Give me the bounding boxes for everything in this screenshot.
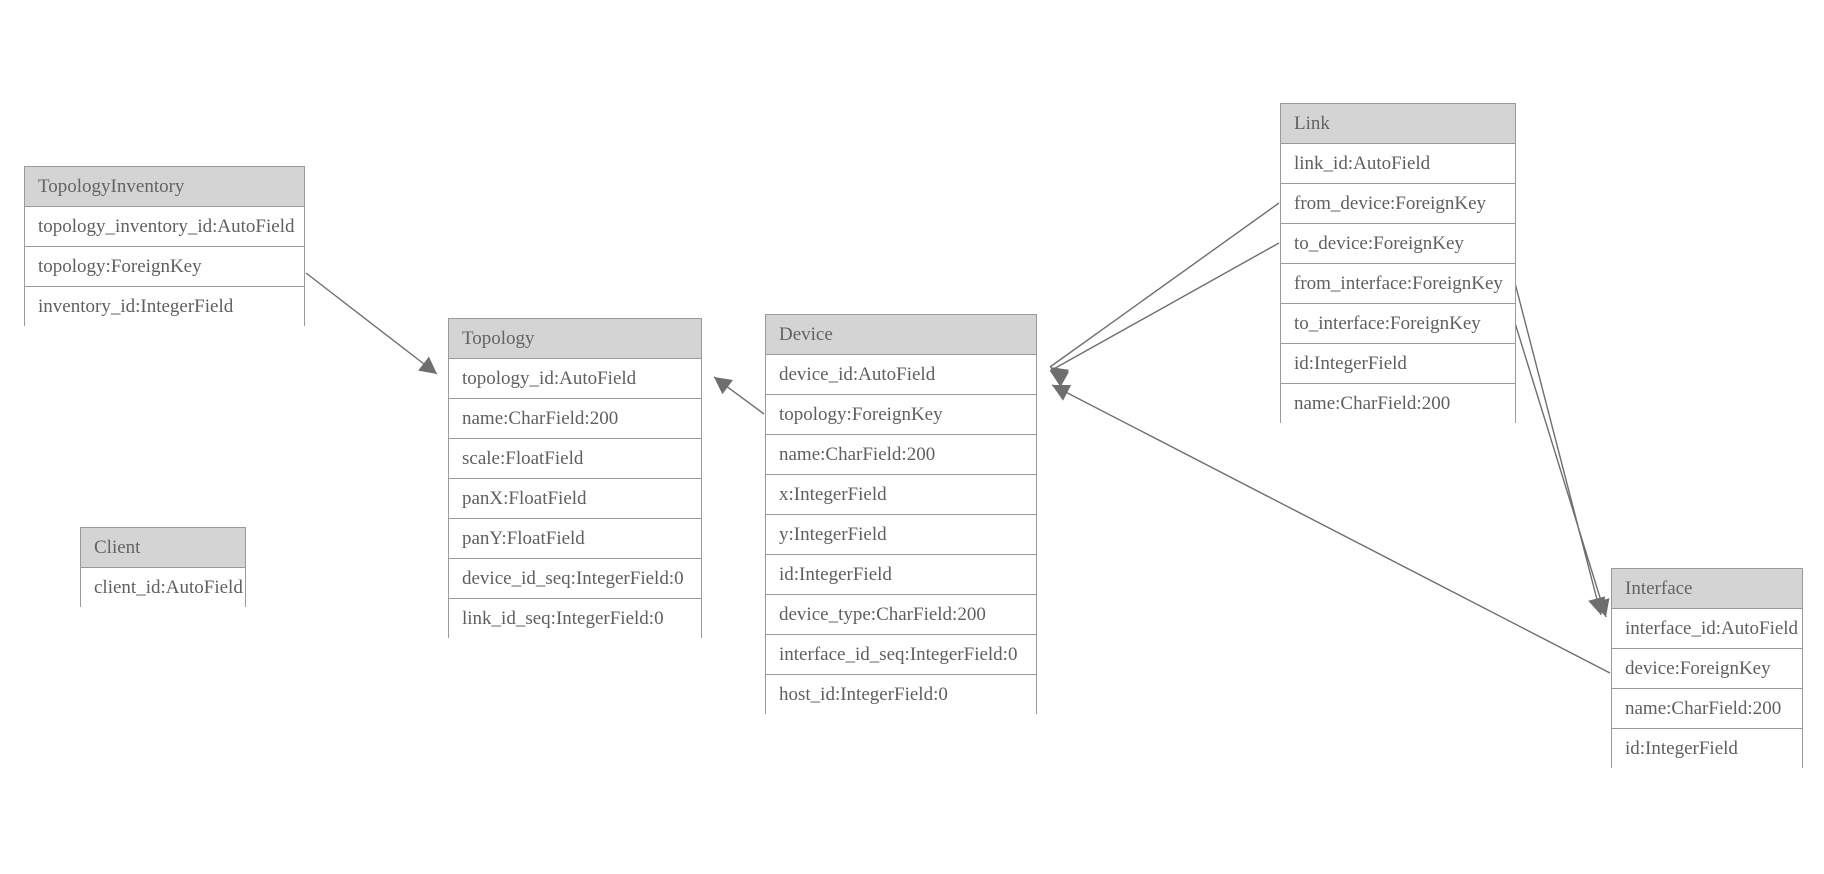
entity-field-row: topology:ForeignKey xyxy=(766,395,1036,435)
relationship-edge-link-from_device xyxy=(1049,202,1280,368)
entity-title-device: Device xyxy=(766,315,1036,355)
entity-title-client: Client xyxy=(81,528,245,568)
arrowhead-icon-link-from_device xyxy=(1050,367,1069,385)
entity-title-interface: Interface xyxy=(1612,569,1802,609)
relationship-edge-interface-device xyxy=(1051,384,1611,674)
entity-field-row: client_id:AutoField xyxy=(81,568,245,608)
entity-field-row: panX:FloatField xyxy=(449,479,701,519)
entity-field-row: device_type:CharField:200 xyxy=(766,595,1036,635)
entity-field-row: id:IntegerField xyxy=(1612,729,1802,769)
entity-field-row: inventory_id:IntegerField xyxy=(25,287,304,327)
entity-field-row: topology_id:AutoField xyxy=(449,359,701,399)
arrowhead-icon-link-from_interface xyxy=(1588,596,1606,615)
arrowhead-icon-device-topology xyxy=(714,377,733,395)
entity-field-row: topology_inventory_id:AutoField xyxy=(25,207,304,247)
entity-title-topology: Topology xyxy=(449,319,701,359)
entity-field-row: host_id:IntegerField:0 xyxy=(766,675,1036,715)
entity-field-row: from_interface:ForeignKey xyxy=(1281,264,1515,304)
entity-field-row: id:IntegerField xyxy=(766,555,1036,595)
entity-field-row: device:ForeignKey xyxy=(1612,649,1802,689)
entity-title-topology_inventory: TopologyInventory xyxy=(25,167,304,207)
entity-field-row: device_id_seq:IntegerField:0 xyxy=(449,559,701,599)
entity-field-row: to_interface:ForeignKey xyxy=(1281,304,1515,344)
entity-field-row: link_id_seq:IntegerField:0 xyxy=(449,599,701,639)
relationship-edge-link-to_device xyxy=(1049,242,1280,372)
arrowhead-icon-interface-device xyxy=(1052,384,1072,401)
entity-field-row: to_device:ForeignKey xyxy=(1281,224,1515,264)
entity-field-row: name:CharField:200 xyxy=(1281,384,1515,424)
entity-field-row: name:CharField:200 xyxy=(766,435,1036,475)
relationship-edge-link-from_interface xyxy=(1514,282,1602,616)
entity-field-row: link_id:AutoField xyxy=(1281,144,1515,184)
entity-field-row: interface_id:AutoField xyxy=(1612,609,1802,649)
entity-field-row: topology:ForeignKey xyxy=(25,247,304,287)
entity-field-row: panY:FloatField xyxy=(449,519,701,559)
entity-field-row: x:IntegerField xyxy=(766,475,1036,515)
arrowhead-icon-topologyinventory-topology xyxy=(418,356,437,374)
entity-field-row: from_device:ForeignKey xyxy=(1281,184,1515,224)
entity-field-row: interface_id_seq:IntegerField:0 xyxy=(766,635,1036,675)
entity-field-row: name:CharField:200 xyxy=(1612,689,1802,729)
entity-field-row: scale:FloatField xyxy=(449,439,701,479)
entity-field-row: name:CharField:200 xyxy=(449,399,701,439)
entity-field-row: device_id:AutoField xyxy=(766,355,1036,395)
entity-field-row: id:IntegerField xyxy=(1281,344,1515,384)
arrowhead-icon-link-to_device xyxy=(1050,371,1070,388)
entity-field-row: y:IntegerField xyxy=(766,515,1036,555)
relationship-edge-link-to_interface xyxy=(1514,322,1607,618)
relationship-edge-device-topology xyxy=(713,376,765,415)
entity-title-link: Link xyxy=(1281,104,1515,144)
relationship-edge-topologyinventory-topology xyxy=(305,272,438,375)
